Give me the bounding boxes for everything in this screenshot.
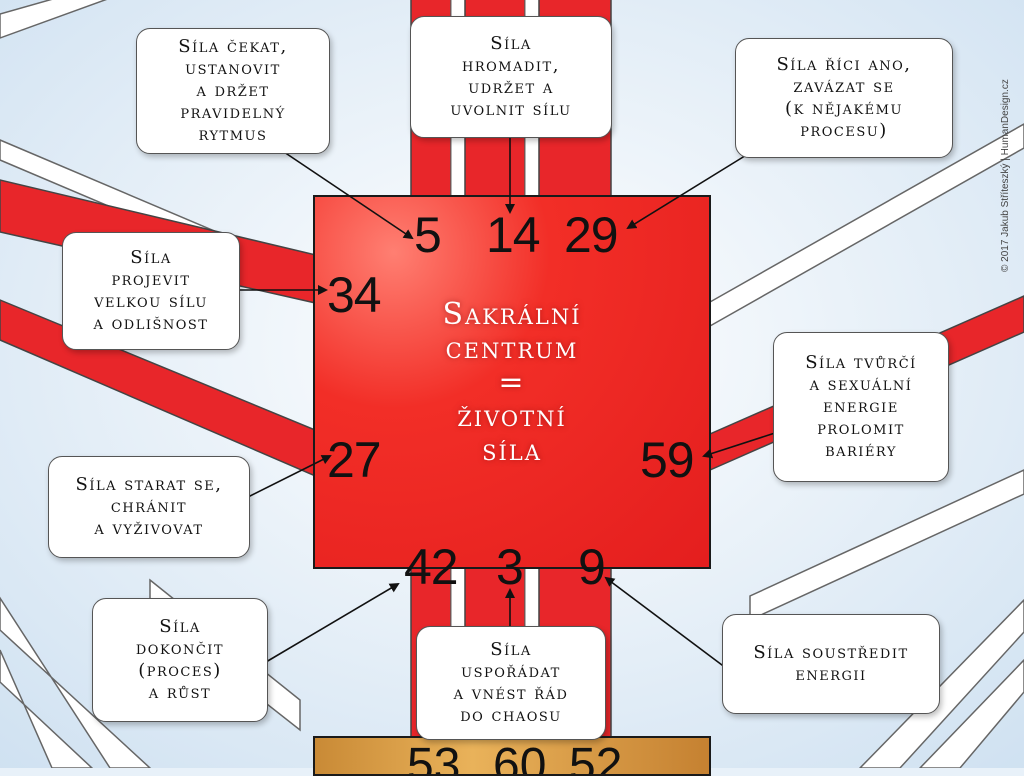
center-title: Sakrální centrum = životní síla xyxy=(442,297,582,468)
gate-52: 52 xyxy=(569,739,623,776)
white-channel-bottom-right-2 xyxy=(918,658,1024,768)
copyright-text: © 2017 Jakub Stříteszký | HumanDesign.cz xyxy=(1000,79,1011,272)
gate-9: 9 xyxy=(578,539,606,595)
gate-5: 5 xyxy=(414,207,442,263)
label-gate-5: Síla čekat, ustanovit a držet pravidelný… xyxy=(136,28,330,154)
label-gate-59: Síla tvůrčí a sexuální energie prolomit … xyxy=(773,332,949,482)
gate-29: 29 xyxy=(564,207,619,263)
white-channel-top-left xyxy=(0,0,108,39)
label-gate-27: Síla starat se, chránit a vyživovat xyxy=(48,456,250,558)
root-center: 53 60 52 xyxy=(313,736,711,776)
white-channel-bottom-left-2 xyxy=(0,649,94,768)
gate-3: 3 xyxy=(496,539,524,595)
gate-53: 53 xyxy=(407,739,461,776)
gate-42: 42 xyxy=(404,539,459,595)
sacral-center xyxy=(313,195,711,569)
label-gate-34: Síla projevit velkou sílu a odlišnost xyxy=(62,232,240,350)
label-gate-42: Síla dokončit (proces) a růst xyxy=(92,598,268,722)
label-gate-29: Síla říci ano, zavázat se (k nějakému pr… xyxy=(735,38,953,158)
label-gate-14: Síla hromadit, udržet a uvolnit sílu xyxy=(410,16,612,138)
gate-14: 14 xyxy=(486,207,541,263)
white-channel-bottom-left-1 xyxy=(0,596,152,768)
label-gate-9: Síla soustředit energii xyxy=(722,614,940,714)
label-gate-3: Síla uspořádat a vnést řád do chaosu xyxy=(416,626,606,740)
gate-27: 27 xyxy=(327,432,382,488)
gate-59: 59 xyxy=(640,432,695,488)
gate-60: 60 xyxy=(493,739,547,776)
gate-34: 34 xyxy=(327,267,382,323)
